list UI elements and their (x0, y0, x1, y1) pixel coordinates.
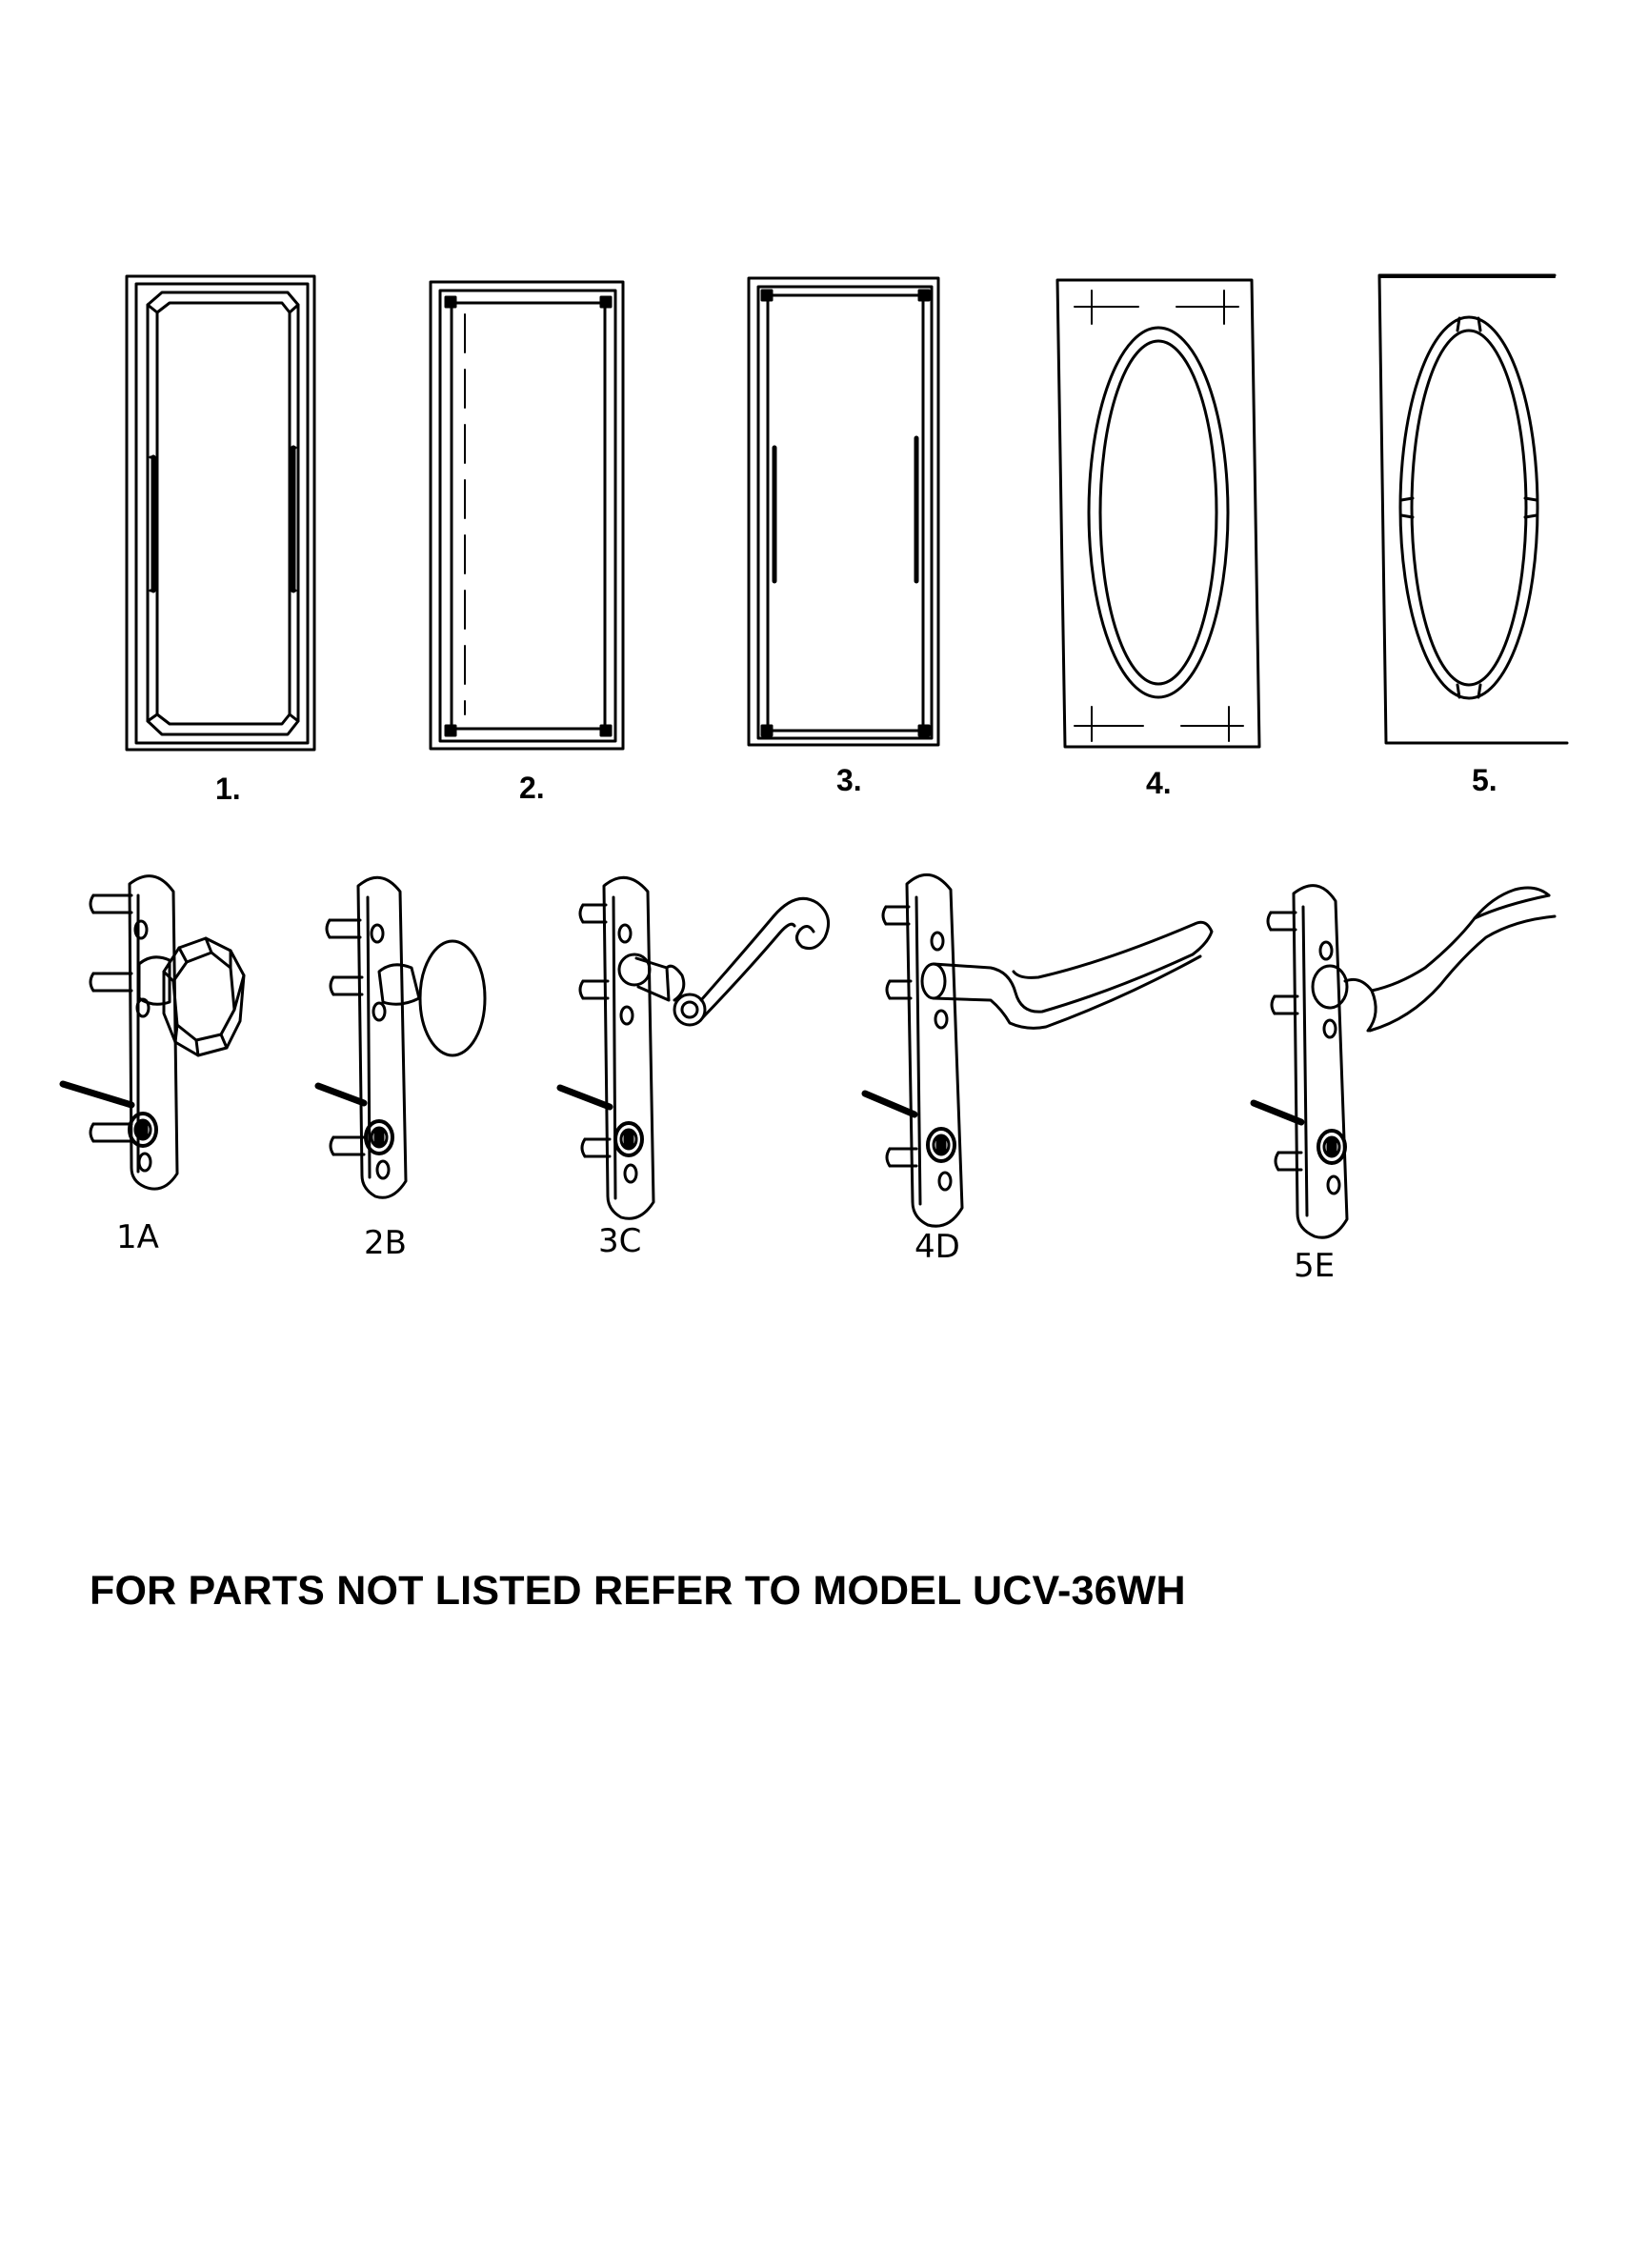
hardware-label: 4D (914, 1228, 960, 1266)
panel-4-drawing (1055, 278, 1261, 749)
panel-5-drawing (1377, 273, 1569, 745)
hardware-3c-drawing (556, 875, 831, 1220)
hardware-label: 2B (364, 1224, 407, 1262)
panel-1-drawing (125, 274, 316, 752)
panel-label: 2. (519, 771, 545, 805)
panel-label: 1. (215, 772, 241, 806)
reference-note: FOR PARTS NOT LISTED REFER TO MODEL UCV-… (90, 1568, 1186, 1614)
panel-label: 4. (1146, 766, 1172, 800)
hardware-5e-drawing (1250, 884, 1557, 1239)
panel-2-drawing (429, 280, 625, 751)
hardware-1a-drawing (59, 874, 246, 1191)
hardware-2b-drawing (314, 875, 487, 1199)
panel-label: 3. (836, 763, 862, 797)
hardware-label: 1A (116, 1218, 159, 1256)
panel-3-drawing (747, 276, 940, 747)
hardware-label: 3C (598, 1222, 642, 1260)
hardware-4d-drawing (861, 873, 1214, 1228)
panel-label: 5. (1472, 763, 1497, 797)
hardware-label: 5E (1294, 1247, 1336, 1285)
